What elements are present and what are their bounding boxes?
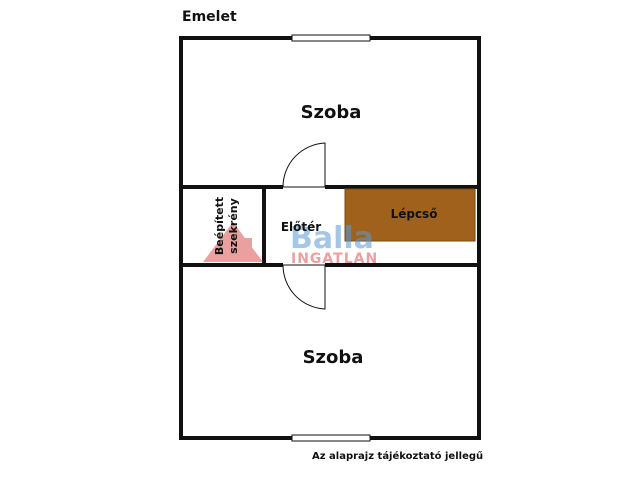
watermark-logo: Balla INGATLAN bbox=[203, 221, 378, 267]
room-label-closet-1: Beépített bbox=[213, 197, 226, 255]
window-top bbox=[291, 34, 371, 42]
disclaimer-note: Az alaprajz tájékoztató jellegű bbox=[312, 451, 484, 462]
stairs-block bbox=[344, 188, 476, 242]
room-label-hall: Előtér bbox=[281, 220, 321, 234]
window-bottom bbox=[291, 434, 371, 442]
room-label-closet-2: szekrény bbox=[227, 198, 240, 254]
room-label-top: Szoba bbox=[301, 102, 362, 123]
door-swing-lower bbox=[282, 264, 326, 310]
watermark-house-body bbox=[228, 238, 252, 262]
room-label-bottom: Szoba bbox=[303, 347, 364, 368]
door-swing-upper bbox=[282, 142, 326, 188]
watermark-sub: INGATLAN bbox=[291, 251, 378, 267]
watermark-brand: Balla bbox=[290, 221, 374, 256]
floor-title: Emelet bbox=[182, 9, 237, 25]
room-label-stairs: Lépcső bbox=[391, 207, 438, 221]
